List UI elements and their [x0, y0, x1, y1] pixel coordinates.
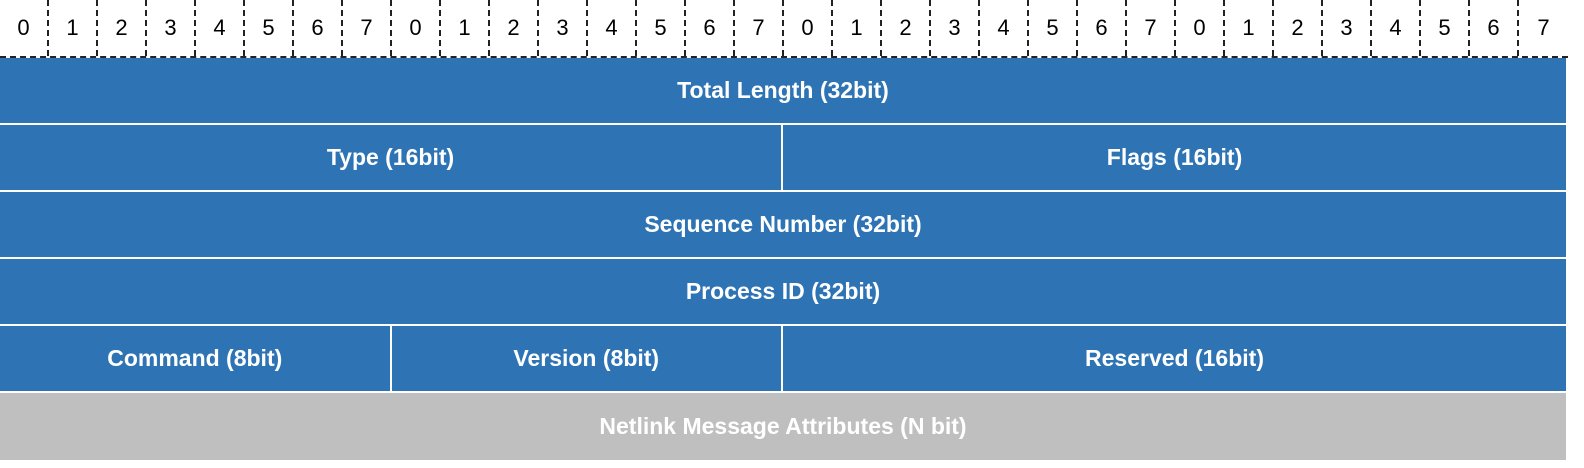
field-sequence-number: Sequence Number (32bit)	[0, 192, 1566, 259]
bit-index: 4	[980, 0, 1029, 56]
bit-index: 1	[49, 0, 98, 56]
field-process-id: Process ID (32bit)	[0, 259, 1566, 326]
field-version: Version (8bit)	[391, 326, 783, 393]
bit-index: 5	[637, 0, 686, 56]
bit-index: 0	[392, 0, 441, 56]
bit-index: 3	[147, 0, 196, 56]
field-reserved: Reserved (16bit)	[783, 326, 1566, 393]
bit-index: 4	[196, 0, 245, 56]
bit-index: 2	[1274, 0, 1323, 56]
bit-index: 2	[98, 0, 147, 56]
bit-index: 0	[0, 0, 49, 56]
row-process-id: Process ID (32bit)	[0, 259, 1566, 326]
header-fields: Total Length (32bit) Type (16bit) Flags …	[0, 58, 1566, 460]
bit-index: 1	[441, 0, 490, 56]
field-type: Type (16bit)	[0, 125, 783, 192]
field-flags: Flags (16bit)	[783, 125, 1566, 192]
row-total-length: Total Length (32bit)	[0, 58, 1566, 125]
row-command-version-reserved: Command (8bit) Version (8bit) Reserved (…	[0, 326, 1566, 393]
row-attributes: Netlink Message Attributes (N bit)	[0, 393, 1566, 460]
field-command: Command (8bit)	[0, 326, 392, 393]
bit-index: 0	[1176, 0, 1225, 56]
bit-index: 1	[833, 0, 882, 56]
bit-ruler: 0 1 2 3 4 5 6 7 0 1 2 3 4 5 6 7 0 1 2 3 …	[0, 0, 1568, 58]
bit-index: 7	[1127, 0, 1176, 56]
bit-index: 6	[294, 0, 343, 56]
bit-index: 7	[343, 0, 392, 56]
bit-index: 1	[1225, 0, 1274, 56]
bit-index: 6	[1470, 0, 1519, 56]
bit-index: 4	[1372, 0, 1421, 56]
bit-index: 0	[784, 0, 833, 56]
row-type-flags: Type (16bit) Flags (16bit)	[0, 125, 1566, 192]
bit-index: 3	[931, 0, 980, 56]
bit-index: 7	[1537, 15, 1550, 40]
field-netlink-attributes: Netlink Message Attributes (N bit)	[0, 393, 1566, 460]
field-total-length: Total Length (32bit)	[0, 58, 1566, 125]
bit-index: 4	[588, 0, 637, 56]
bit-index: 5	[245, 0, 294, 56]
bit-index: 2	[490, 0, 539, 56]
bit-index: 6	[1078, 0, 1127, 56]
bit-index: 2	[882, 0, 931, 56]
bit-index: 6	[686, 0, 735, 56]
bit-index: 7	[735, 0, 784, 56]
bit-index: 5	[1029, 0, 1078, 56]
bit-index: 3	[539, 0, 588, 56]
bit-index: 5	[1421, 0, 1470, 56]
row-sequence-number: Sequence Number (32bit)	[0, 192, 1566, 259]
bit-index: 3	[1323, 0, 1372, 56]
